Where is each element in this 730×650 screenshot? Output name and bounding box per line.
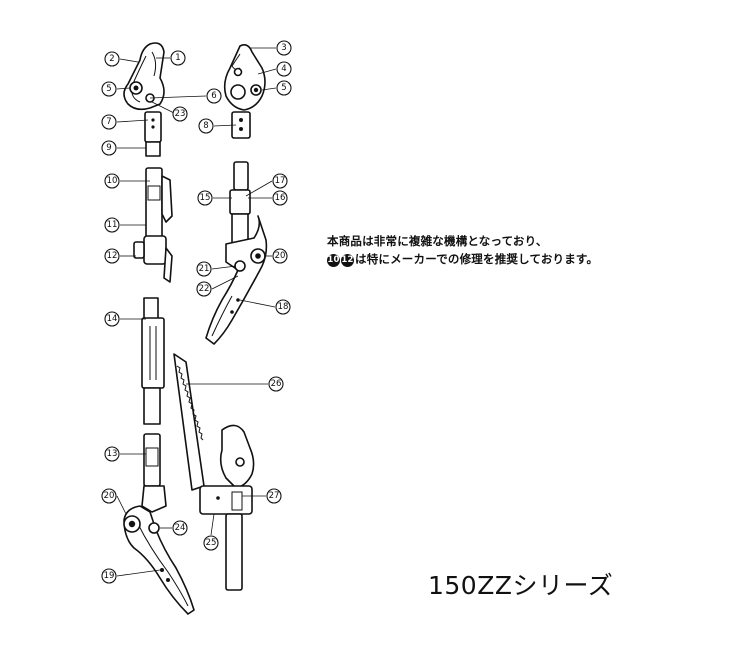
callout-8: 8 — [198, 118, 214, 134]
svg-text:4: 4 — [281, 64, 286, 74]
grip-handle-assembly — [205, 161, 268, 345]
svg-text:15: 15 — [200, 193, 211, 203]
lower-lopper-assembly — [123, 433, 195, 615]
callout-26: 26 — [268, 376, 284, 392]
lopper-head-assembly — [123, 42, 165, 157]
callout-10: 10 — [104, 173, 120, 189]
callout-12: 12 — [104, 248, 120, 264]
callout-5-left: 5 — [101, 81, 117, 97]
callout-17: 17 — [272, 173, 288, 189]
svg-text:13: 13 — [107, 449, 118, 459]
callout-11: 11 — [104, 217, 120, 233]
svg-text:23: 23 — [175, 109, 186, 119]
svg-text:14: 14 — [107, 314, 118, 324]
callout-7: 7 — [101, 114, 117, 130]
svg-text:1: 1 — [175, 53, 180, 63]
callout-27: 27 — [266, 488, 282, 504]
svg-text:2: 2 — [109, 54, 114, 64]
svg-text:5: 5 — [106, 84, 111, 94]
svg-text:20: 20 — [104, 491, 115, 501]
callout-6: 6 — [206, 88, 222, 104]
svg-text:7: 7 — [106, 117, 111, 127]
svg-text:27: 27 — [269, 491, 280, 501]
svg-text:17: 17 — [275, 176, 286, 186]
repair-note-line-1: 本商品は非常に複雑な機構となっており、 — [327, 234, 548, 248]
callout-20-lower: 20 — [101, 488, 117, 504]
callout-13: 13 — [104, 446, 120, 462]
callout-19: 19 — [101, 568, 117, 584]
svg-text:20: 20 — [275, 251, 286, 261]
pole-section — [141, 297, 165, 425]
saw-assembly — [173, 353, 255, 591]
callout-18: 18 — [275, 299, 291, 315]
callout-21: 21 — [196, 261, 212, 277]
callout-22: 22 — [196, 281, 212, 297]
callout-16: 16 — [272, 190, 288, 206]
leader-lines — [116, 47, 277, 577]
svg-text:10: 10 — [107, 176, 118, 186]
series-title: 150ZZシリーズ — [428, 571, 614, 600]
callout-9: 9 — [101, 140, 117, 156]
svg-text:21: 21 — [199, 264, 210, 274]
svg-text:8: 8 — [203, 121, 208, 131]
callout-3: 3 — [276, 40, 292, 56]
svg-text:24: 24 — [175, 523, 186, 533]
callout-1: 1 — [170, 50, 186, 66]
svg-text:26: 26 — [271, 379, 282, 389]
svg-text:3: 3 — [281, 43, 286, 53]
upper-joint-assembly — [133, 167, 173, 283]
svg-text:19: 19 — [104, 571, 115, 581]
svg-text:5: 5 — [281, 83, 286, 93]
callout-25: 25 — [203, 535, 219, 551]
callout-5-right: 5 — [276, 80, 292, 96]
svg-text:18: 18 — [278, 302, 289, 312]
repair-note-text: は特にメーカーでの修理を推奨しております。 — [355, 252, 599, 266]
svg-text:16: 16 — [275, 193, 286, 203]
svg-text:25: 25 — [206, 538, 217, 548]
callout-23: 23 — [172, 106, 188, 122]
callout-2: 2 — [104, 51, 120, 67]
callout-24: 24 — [172, 520, 188, 536]
callout-4: 4 — [276, 61, 292, 77]
svg-text:6: 6 — [211, 91, 216, 101]
svg-text:12: 12 — [107, 251, 118, 261]
note-number-12: 12 — [341, 254, 354, 267]
callout-14: 14 — [104, 311, 120, 327]
callout-15: 15 — [197, 190, 213, 206]
svg-text:11: 11 — [107, 220, 118, 230]
pruner-head-assembly — [223, 44, 266, 139]
svg-text:22: 22 — [199, 284, 210, 294]
note-number-10: 10 — [327, 254, 340, 267]
svg-text:9: 9 — [106, 143, 111, 153]
callout-20-upper: 20 — [272, 248, 288, 264]
